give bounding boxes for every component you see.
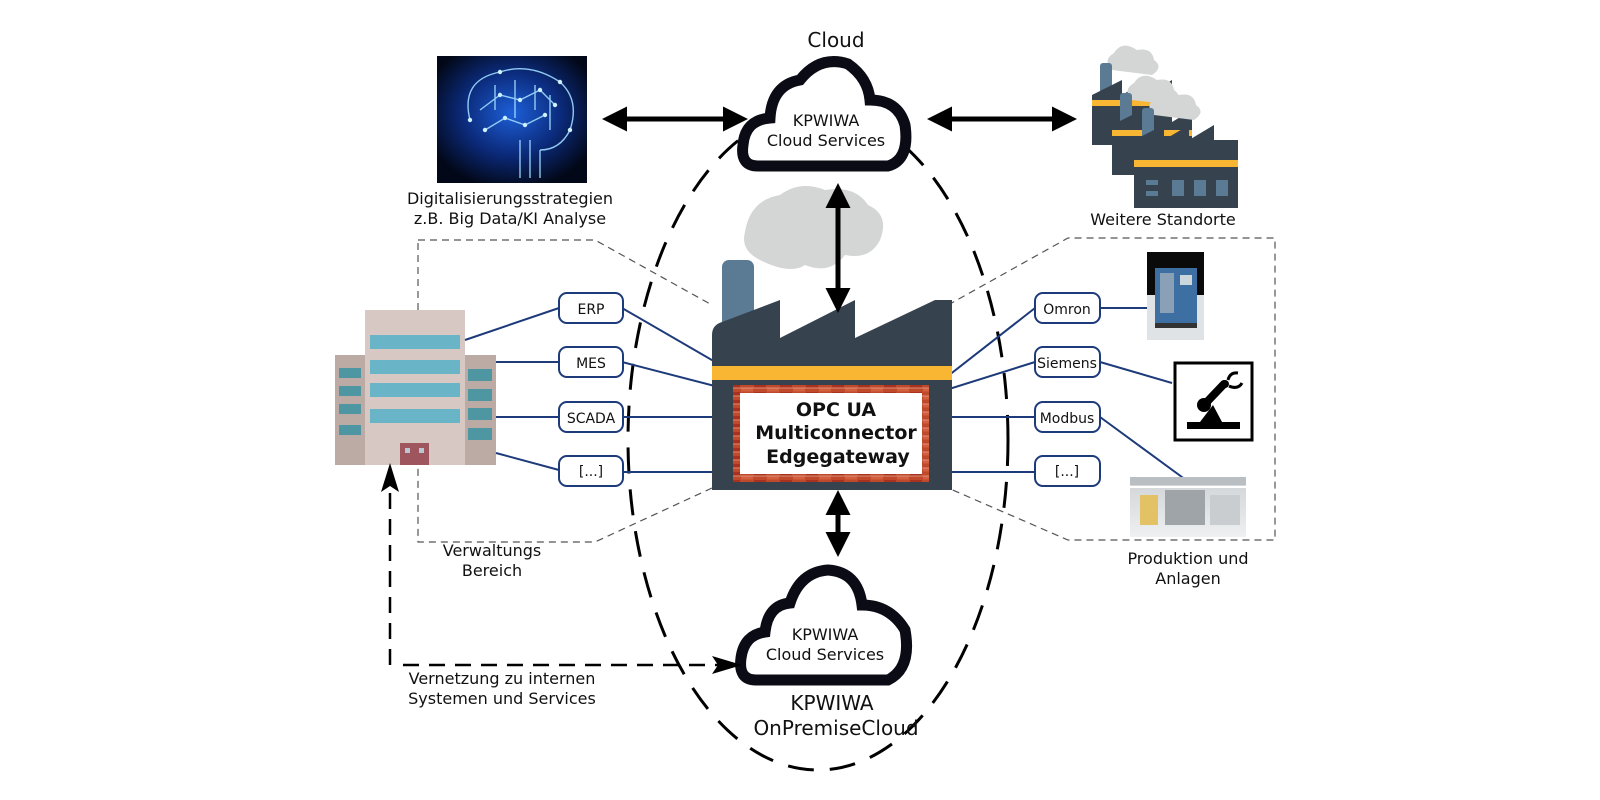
gateway-label-3: Edgegateway — [766, 446, 910, 468]
cloud-services-onprem[interactable] — [735, 564, 913, 686]
cloud-title: Cloud — [807, 28, 864, 52]
admin-system-boxes: ERP MES SCADA [...] — [558, 292, 624, 487]
onprem-services-label-2: Cloud Services — [766, 645, 884, 664]
ai-caption-1: Digitalisierungsstrategien — [407, 189, 613, 208]
gateway-label-1: OPC UA — [796, 399, 876, 421]
system-box-mes[interactable] — [558, 346, 624, 378]
network-caption-1: Vernetzung zu internen — [409, 669, 596, 688]
system-label-scada: SCADA — [567, 411, 616, 427]
factories-icon — [1092, 45, 1238, 208]
edge-gateway-factory[interactable] — [712, 186, 952, 490]
production-caption-2: Anlagen — [1155, 569, 1220, 588]
sites-caption: Weitere Standorte — [1090, 210, 1235, 229]
cloud-services-label-1: KPWIWA — [793, 111, 860, 130]
ai-brain-image — [437, 56, 587, 183]
network-caption-2: Systemen und Services — [408, 689, 596, 708]
admin-connectors — [464, 307, 756, 473]
gateway-label-2: Multiconnector — [755, 422, 917, 444]
system-label-erp: ERP — [577, 302, 604, 318]
network-link-line — [388, 470, 735, 667]
protocol-box-siemens[interactable] — [1034, 346, 1101, 378]
system-box-erp[interactable] — [558, 292, 624, 324]
protocol-boxes: Omron Siemens Modbus [...] — [1034, 292, 1101, 487]
protocol-box-modbus[interactable] — [1034, 401, 1101, 433]
admin-caption-2: Bereich — [462, 561, 522, 580]
admin-caption-1: Verwaltungs — [443, 541, 542, 560]
arrow-up-icon — [381, 463, 399, 492]
onprem-services-label-1: KPWIWA — [792, 625, 859, 644]
protocol-box-more[interactable] — [1034, 455, 1101, 487]
system-label-more: [...] — [579, 464, 603, 480]
onprem-title-2: OnPremiseCloud — [753, 716, 918, 740]
factory-hall-photo — [1130, 477, 1246, 537]
admin-area-boundary — [417, 239, 713, 543]
onpremise-boundary — [626, 108, 1010, 772]
cloud-services-label-2: Cloud Services — [767, 131, 885, 150]
smoke-icon — [744, 186, 884, 269]
production-caption-1: Produktion und — [1127, 549, 1248, 568]
protocol-box-omron[interactable] — [1034, 292, 1101, 324]
protocol-label-modbus: Modbus — [1040, 411, 1095, 427]
protocol-label-omron: Omron — [1043, 302, 1091, 318]
onprem-title-1: KPWIWA — [790, 691, 874, 715]
system-box-more[interactable] — [558, 455, 624, 487]
protocol-label-siemens: Siemens — [1037, 356, 1097, 372]
system-label-mes: MES — [576, 356, 606, 372]
cloud-services-top[interactable] — [737, 56, 912, 172]
robot-arm-icon — [1173, 361, 1254, 442]
machine-photo — [1147, 252, 1204, 340]
office-building-icon — [335, 310, 496, 465]
protocol-label-more: [...] — [1055, 464, 1079, 480]
ai-caption-2: z.B. Big Data/KI Analyse — [414, 209, 606, 228]
system-box-scada[interactable] — [558, 401, 624, 433]
arrow-right-icon — [712, 656, 742, 674]
production-area-boundary — [947, 237, 1276, 541]
